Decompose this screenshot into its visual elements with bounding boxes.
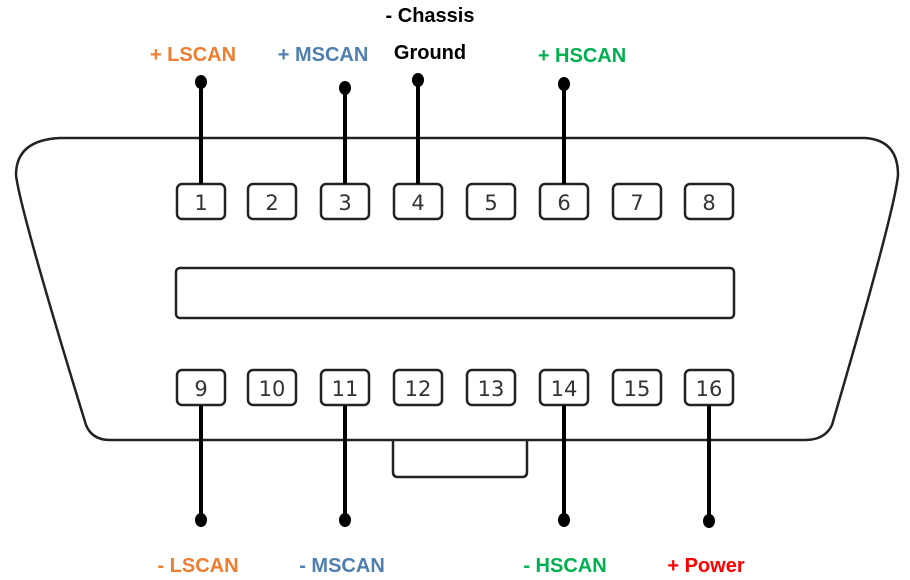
pin-number: 3 [338, 191, 351, 215]
connector-outline [14, 136, 900, 442]
pin-15: 15 [611, 368, 663, 407]
pin-number: 15 [624, 377, 651, 401]
pin-13: 13 [465, 368, 517, 407]
pin-14: 14 [538, 368, 590, 407]
pin-1: 1 [175, 182, 227, 221]
lead-dot [558, 513, 570, 527]
pin-5: 5 [465, 182, 517, 221]
lead-dot [195, 513, 207, 527]
pin-box [246, 182, 298, 221]
lead-dot [558, 77, 570, 91]
lead-dot [412, 73, 424, 87]
pin-box [392, 368, 444, 407]
pin-number: 5 [484, 191, 497, 215]
pin-number: 4 [411, 191, 424, 215]
pin-box [611, 182, 663, 221]
pin-8: 8 [683, 182, 735, 221]
lead-dot [195, 75, 207, 89]
pin-number: 2 [265, 191, 278, 215]
pin-11: 11 [319, 368, 371, 407]
pin-number: 1 [194, 191, 207, 215]
pin-number: 11 [332, 377, 359, 401]
pin-box [683, 182, 735, 221]
pin-16: 16 [683, 368, 735, 407]
pin-number: 9 [194, 377, 207, 401]
pin-box [465, 182, 517, 221]
pin-number: 13 [478, 377, 505, 401]
pin-number: 12 [405, 377, 432, 401]
label-pin9: - LSCAN [157, 555, 238, 577]
pin-3: 3 [319, 182, 371, 221]
pin-9: 9 [175, 368, 227, 407]
pin-10: 10 [246, 368, 298, 407]
pin-number: 14 [551, 377, 578, 401]
pin-12: 12 [392, 368, 444, 407]
pin-number: 16 [696, 377, 723, 401]
connector-key-tab [391, 441, 529, 479]
connector-slot [174, 266, 736, 320]
pin-6: 6 [538, 182, 590, 221]
pin-box [611, 368, 663, 407]
label-pin4-line2: Ground [394, 42, 466, 64]
lead-dot [339, 81, 351, 95]
pin-2: 2 [246, 182, 298, 221]
label-pin1: + LSCAN [150, 44, 236, 66]
pin-box [465, 368, 517, 407]
pin-7: 7 [611, 182, 663, 221]
label-pin14: - HSCAN [523, 555, 606, 577]
label-pin11: - MSCAN [299, 555, 385, 577]
label-pin6: + HSCAN [538, 45, 626, 67]
pin-box [246, 368, 298, 407]
label-pin16: + Power [667, 555, 744, 577]
pin-number: 7 [630, 191, 643, 215]
pin-number: 6 [557, 191, 570, 215]
pin-4: 4 [392, 182, 444, 221]
pin-number: 8 [702, 191, 715, 215]
lead-dot [339, 513, 351, 527]
label-pin3: + MSCAN [278, 44, 369, 66]
lead-dot [703, 514, 715, 528]
pin-number: 10 [259, 377, 286, 401]
label-pin4-line1: - Chassis [386, 5, 475, 27]
